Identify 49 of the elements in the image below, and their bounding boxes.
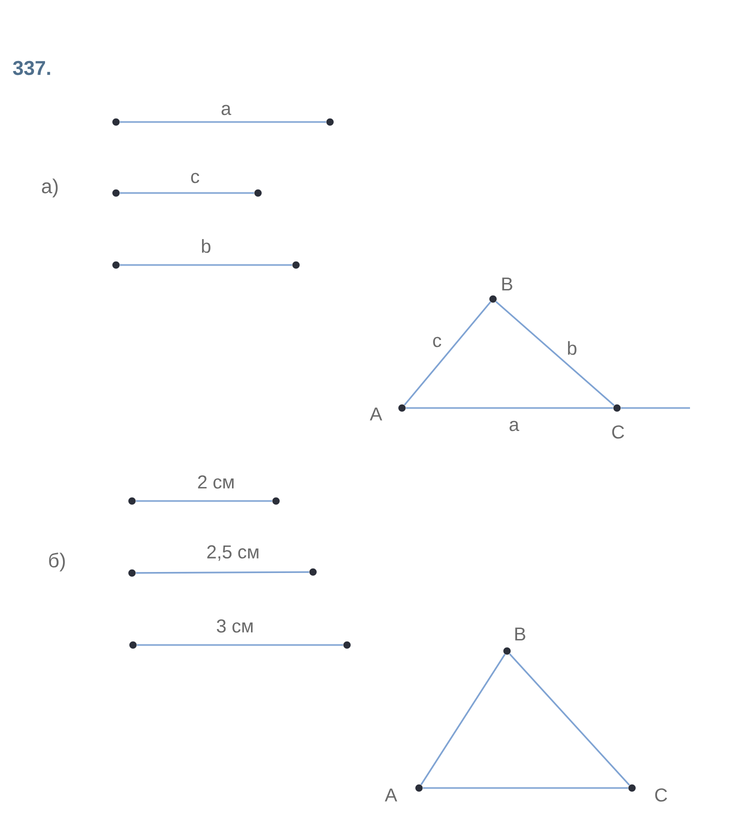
point xyxy=(128,569,136,577)
segment xyxy=(406,407,614,409)
point xyxy=(292,261,300,269)
point xyxy=(129,641,137,649)
point xyxy=(112,189,120,197)
point xyxy=(326,118,334,126)
part-label: б) xyxy=(49,552,65,572)
point-label: B xyxy=(515,628,526,640)
point-label: B xyxy=(502,278,512,290)
point-label: A xyxy=(370,408,382,420)
point-label: A xyxy=(384,788,398,802)
segment xyxy=(620,407,690,409)
segment xyxy=(120,192,254,194)
point xyxy=(398,404,406,412)
point xyxy=(613,404,621,412)
point xyxy=(112,118,120,126)
segment xyxy=(495,301,615,406)
point xyxy=(309,568,317,576)
segment xyxy=(136,571,310,574)
segment-label: 3 см xyxy=(216,619,253,633)
point xyxy=(128,497,136,505)
point xyxy=(112,261,120,269)
segment xyxy=(422,787,628,789)
segment xyxy=(420,654,506,786)
segment xyxy=(136,644,344,646)
segment-label: b xyxy=(568,341,576,355)
point xyxy=(254,189,262,197)
segment xyxy=(404,302,492,406)
segment xyxy=(120,264,292,266)
segment-label: b xyxy=(202,239,210,253)
point xyxy=(628,784,636,792)
segment-label: a xyxy=(510,420,520,432)
segment-label: a xyxy=(222,104,232,116)
point xyxy=(272,497,280,505)
segment-label: c xyxy=(433,336,442,348)
point-label: C xyxy=(612,425,624,439)
segment-label: 2 см xyxy=(198,475,234,489)
segment xyxy=(136,500,272,502)
exercise-number: 337. xyxy=(13,60,50,76)
point-label: C xyxy=(655,788,668,802)
segment xyxy=(509,653,630,786)
segment xyxy=(120,121,326,123)
point xyxy=(503,647,511,655)
point xyxy=(489,295,497,303)
point xyxy=(343,641,351,649)
point xyxy=(415,784,423,792)
part-label: а) xyxy=(42,178,58,198)
segment-label: 2,5 см xyxy=(207,545,258,561)
segment-label: c xyxy=(191,172,200,184)
